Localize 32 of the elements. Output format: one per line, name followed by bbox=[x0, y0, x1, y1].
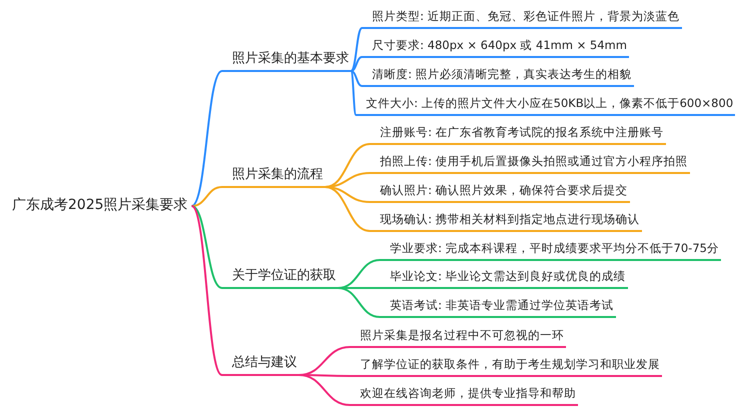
connector-curve bbox=[350, 27, 363, 72]
leaf-label: 文件大小: 上传的照片文件大小应在50KB以上，像素不低于600×800 bbox=[356, 95, 736, 116]
leaf-label: 尺寸要求: 480px × 640px 或 41mm × 54mm bbox=[362, 37, 629, 58]
topic-label: 广东成考2025照片采集要求 bbox=[8, 197, 192, 213]
leaf-label: 照片采集是报名过程中不可忽视的一环 bbox=[350, 327, 566, 348]
leaf-label: 照片类型: 近期正面、免冠、彩色证件照片，背景为淡蓝色 bbox=[362, 8, 682, 29]
connector-curve bbox=[350, 70, 362, 87]
connector-curve bbox=[350, 56, 362, 72]
connector-curve bbox=[324, 143, 370, 188]
leaf-label: 了解学位证的获取条件，有助于考生规划学习和职业发展 bbox=[350, 356, 662, 377]
leaf-label: 清晰度: 照片必须清晰完整，真实表达考生的相貌 bbox=[362, 66, 634, 87]
connector-curve bbox=[192, 186, 222, 207]
branch-label: 照片采集的流程 bbox=[222, 167, 325, 188]
connector-curve bbox=[191, 70, 223, 207]
connector-curve bbox=[324, 186, 370, 232]
branch-label: 照片采集的基本要求 bbox=[222, 51, 351, 72]
connector-curve bbox=[191, 205, 222, 289]
leaf-label: 欢迎在线咨询老师，提供专业指导和帮助 bbox=[350, 385, 578, 406]
leaf-label: 现场确认: 携带相关材料到指定地点进行现场确认 bbox=[370, 211, 642, 232]
leaf-label: 注册账号: 在广东省教育考试院的报名系统中注册账号 bbox=[370, 124, 666, 145]
leaf-label: 英语考试: 非英语专业需通过学位英语考试 bbox=[380, 297, 616, 318]
branch-label: 关于学位证的获取 bbox=[222, 268, 338, 289]
branch-label: 总结与建议 bbox=[222, 355, 299, 376]
leaf-label: 学业要求: 完成本科课程，平时成绩要求平均分不低于70-75分 bbox=[380, 240, 721, 261]
leaf-label: 毕业论文: 毕业论文需达到良好或优良的成绩 bbox=[380, 268, 628, 289]
connector-curve bbox=[190, 205, 223, 376]
connector-curve bbox=[338, 287, 380, 318]
connector-curve bbox=[350, 70, 357, 116]
connector-curve bbox=[298, 374, 350, 406]
leaf-label: 确认照片: 确认照片效果，确保符合要求后提交 bbox=[370, 182, 630, 203]
connector-curve bbox=[338, 287, 380, 289]
leaf-label: 拍照上传: 使用手机后置摄像头拍照或通过官方小程序拍照 bbox=[370, 153, 690, 174]
